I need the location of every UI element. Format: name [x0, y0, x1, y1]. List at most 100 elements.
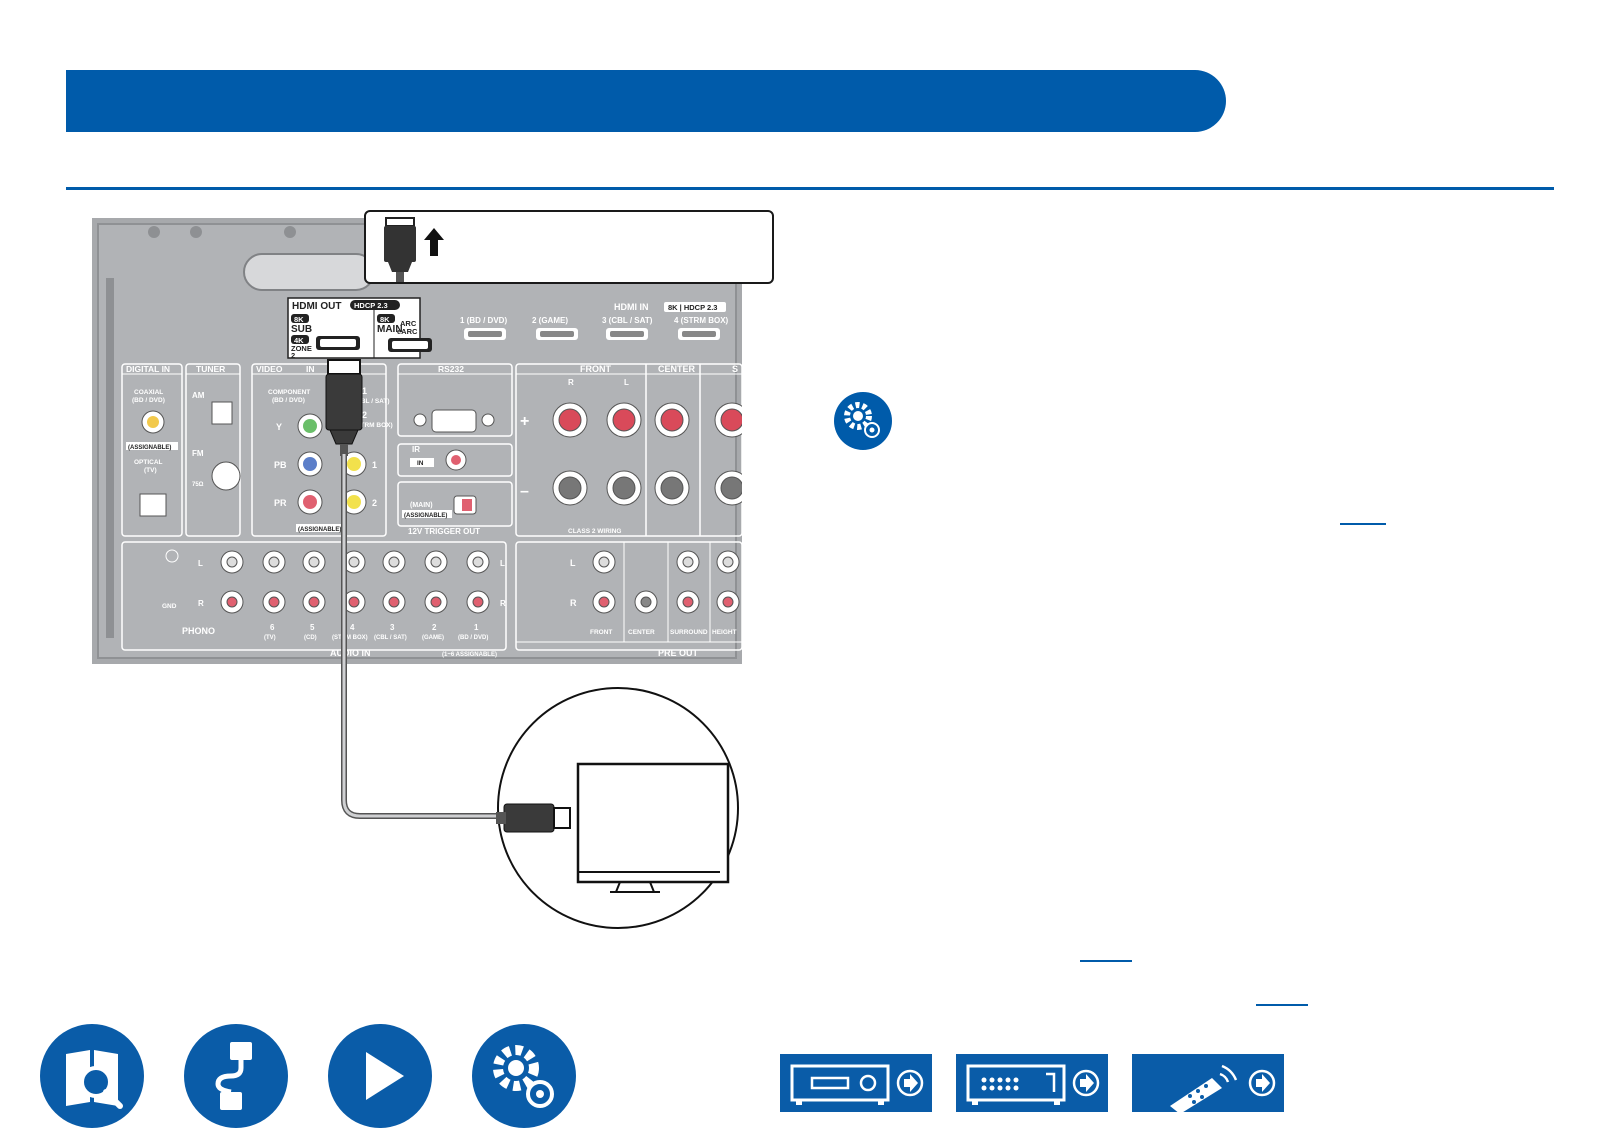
speaker-center: CENTER [658, 364, 696, 374]
speaker-surround: S [732, 364, 738, 374]
am-label: AM [192, 391, 205, 400]
hdmi-out-hdcp: HDCP 2.3 [354, 301, 388, 310]
audio-l-left: L [198, 559, 203, 568]
audio-src-4: (STRM BOX) [332, 635, 368, 641]
component-source: (BD / DVD) [272, 397, 305, 404]
sub-badge: 8K [294, 315, 304, 324]
preout-r: R [570, 598, 577, 608]
rs232-title: RS232 [438, 364, 464, 374]
hdmi-cable-diagram [325, 359, 739, 929]
manual-search-icon [66, 1050, 123, 1109]
trigger-title: 12V TRIGGER OUT [408, 527, 480, 536]
component-label: COMPONENT [268, 389, 310, 396]
preout-surround: SURROUND [670, 629, 708, 636]
component-pb: PB [274, 460, 287, 470]
page-reference-link-3[interactable] [1256, 1004, 1308, 1006]
video-2-label: 2 [362, 410, 367, 420]
hdmi-plug-arrow-icon [384, 217, 444, 282]
audio-r-right: R [500, 599, 506, 608]
coaxial-label: COAXIAL [134, 389, 163, 396]
hdmi-in-port-1: 1 (BD / DVD) [460, 316, 507, 325]
settings-reference-badge [834, 392, 892, 450]
digital-assignable: (ASSIGNABLE) [128, 445, 171, 451]
sub-label: SUB [291, 324, 312, 335]
audio-in-assignable: (1~6 ASSIGNABLE) [442, 652, 497, 658]
preout-height: HEIGHT [712, 629, 737, 636]
speaker-front: FRONT [580, 364, 611, 374]
zone-number: 2 [291, 351, 295, 360]
speaker-r: R [568, 378, 574, 387]
audio-num-4: 4 [350, 623, 355, 632]
settings-button[interactable] [472, 1024, 576, 1128]
composite-2: 2 [372, 498, 377, 508]
connector-legend-box [364, 210, 774, 284]
remote-control-button[interactable] [1132, 1054, 1284, 1112]
optical-label: OPTICAL [134, 459, 163, 466]
playback-icon [366, 1052, 404, 1100]
optical-source: (TV) [144, 467, 157, 474]
ir-title: IR [412, 445, 420, 454]
arc-label: ARC [400, 319, 417, 328]
main-label: MAIN [377, 324, 403, 335]
class2-wiring: CLASS 2 WIRING [568, 528, 621, 535]
component-y: Y [276, 422, 282, 432]
trigger-main: (MAIN) [410, 502, 433, 509]
hdmi-in-spec: 8K | HDCP 2.3 [668, 303, 717, 312]
page-reference-link-2[interactable] [1080, 960, 1132, 962]
fm-label: FM [192, 449, 204, 458]
hdmi-in-title: HDMI IN [614, 302, 649, 312]
av-receiver-front-button[interactable] [780, 1054, 932, 1112]
playback-button[interactable] [328, 1024, 432, 1128]
video-1-source: (CBL / SAT) [354, 398, 390, 405]
speaker-plus: + [520, 413, 529, 430]
audio-src-2: (GAME) [422, 635, 444, 641]
av-receiver-front-icon [790, 1064, 924, 1105]
audio-src-1: (BD / DVD) [458, 635, 488, 641]
connections-icon [215, 1042, 252, 1110]
speaker-l: L [624, 378, 629, 387]
zone-badge: 4K [294, 336, 304, 345]
video-1-label: 1 [362, 386, 367, 396]
video-2-source: (STRM BOX) [354, 422, 393, 429]
hdmi-in-port-3: 3 (CBL / SAT) [602, 316, 653, 325]
tuner-title: TUNER [196, 364, 225, 374]
fm-ohm: 75Ω [192, 482, 204, 488]
manual-search-button[interactable] [40, 1024, 144, 1128]
audio-num-5: 5 [310, 623, 315, 632]
av-receiver-rear-icon [966, 1064, 1100, 1105]
digital-in-title: DIGITAL IN [126, 364, 170, 374]
page-reference-link-1[interactable] [1340, 523, 1386, 525]
gear-icon [844, 402, 880, 438]
audio-l-right: L [500, 559, 505, 568]
audio-src-5: (CD) [304, 635, 317, 641]
section-title-bar [66, 70, 1226, 132]
section-divider [66, 187, 1554, 190]
speaker-minus: – [520, 483, 529, 500]
audio-num-6: 6 [270, 623, 275, 632]
audio-in-title: AUDIO IN [330, 648, 371, 658]
gnd-label: GND [162, 603, 177, 610]
phono-label: PHONO [182, 626, 215, 636]
video-in-title: IN [306, 364, 315, 374]
preout-title: PRE OUT [658, 648, 699, 658]
remote-control-icon [1170, 1064, 1276, 1112]
component-pr: PR [274, 498, 287, 508]
main-badge: 8K [380, 315, 390, 324]
coaxial-source: (BD / DVD) [132, 397, 165, 404]
audio-src-6: (TV) [264, 635, 276, 641]
rear-panel-illustration: HDMI OUT HDCP 2.3 8K SUB 4K ZONE 2 8K MA… [92, 218, 742, 664]
preout-l: L [570, 558, 576, 568]
audio-num-1: 1 [474, 623, 479, 632]
connections-button[interactable] [184, 1024, 288, 1128]
trigger-assignable: (ASSIGNABLE) [404, 513, 447, 519]
earc-label: eARC [397, 327, 418, 336]
hdmi-out-title: HDMI OUT [292, 301, 341, 312]
av-receiver-rear-button[interactable] [956, 1054, 1108, 1112]
settings-icon [493, 1045, 554, 1108]
audio-r-left: R [198, 599, 204, 608]
audio-src-3: (CBL / SAT) [374, 635, 407, 641]
audio-num-2: 2 [432, 623, 437, 632]
preout-center: CENTER [628, 629, 655, 636]
audio-num-3: 3 [390, 623, 395, 632]
zone-label: ZONE [291, 344, 312, 353]
